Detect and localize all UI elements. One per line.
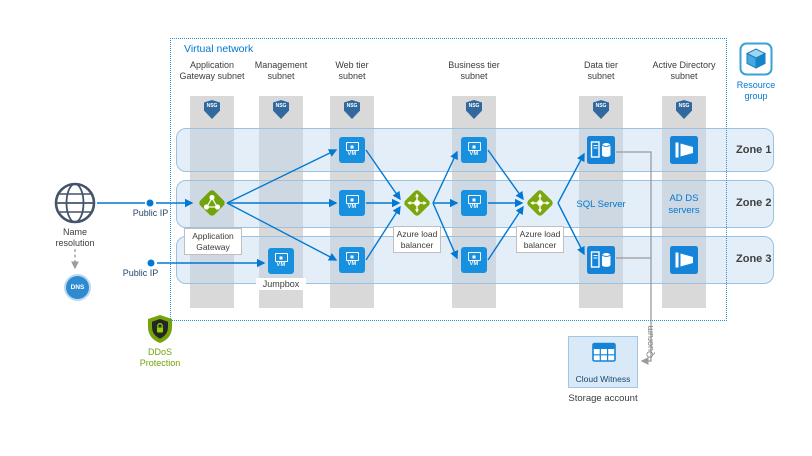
cloud-witness-label: Cloud Witness bbox=[575, 374, 631, 384]
load-balancer-business-icon bbox=[525, 188, 555, 218]
subnet-label-line: Management bbox=[254, 60, 308, 70]
subnet-label-active-directory: Active Directory subnet bbox=[647, 60, 721, 83]
ddos-line: Protection bbox=[139, 358, 181, 369]
subnet-label-line: Gateway subnet bbox=[179, 71, 245, 82]
sql-server-icon bbox=[587, 246, 615, 274]
load-balancer-line: Azure load bbox=[519, 229, 561, 239]
business-vm-icon: VM bbox=[461, 190, 487, 216]
cloud-witness-box: Cloud Witness bbox=[568, 336, 638, 388]
zone-1-label: Zone 1 bbox=[736, 144, 772, 156]
resource-group-line: Resource bbox=[736, 80, 776, 90]
name-resolution-label: Name resolution bbox=[42, 227, 108, 250]
name-resolution-line: Name bbox=[62, 227, 87, 237]
subnet-label-line: subnet bbox=[460, 71, 488, 82]
ad-ds-servers-label: AD DS servers bbox=[656, 193, 712, 217]
jumpbox-vm-icon: VM bbox=[268, 248, 294, 274]
dns-icon: DNS bbox=[64, 274, 91, 301]
nsg-glyph-label: NSG bbox=[346, 103, 358, 109]
subnet-label-line: Application bbox=[189, 60, 235, 70]
web-vm-icon: VM bbox=[339, 137, 365, 163]
subnet-label-application-gateway: Application Gateway subnet bbox=[175, 60, 249, 83]
internet-globe-icon bbox=[54, 182, 96, 224]
subnet-label-business-tier: Business tier subnet bbox=[437, 60, 511, 83]
storage-table-icon bbox=[592, 342, 616, 362]
sql-server-icon bbox=[587, 136, 615, 164]
ddos-protection-icon bbox=[148, 315, 172, 343]
virtual-network-label: Virtual network bbox=[184, 43, 254, 55]
vm-monitor-glyph bbox=[274, 253, 288, 263]
application-gateway-label: Application Gateway bbox=[184, 228, 242, 256]
subnet-label-line: Active Directory bbox=[652, 60, 716, 70]
nsg-icon: NSG bbox=[344, 100, 360, 119]
nsg-glyph-label: NSG bbox=[275, 103, 287, 109]
public-ip-upper-label: Public IP bbox=[132, 208, 169, 218]
subnet-label-line: subnet bbox=[670, 71, 698, 82]
subnet-label-data-tier: Data tier subnet bbox=[564, 60, 638, 83]
subnet-label-line: subnet bbox=[267, 71, 295, 82]
web-vm-icon: VM bbox=[339, 190, 365, 216]
public-ip-dot-upper bbox=[146, 199, 154, 207]
ad-ds-line: AD DS bbox=[669, 193, 699, 204]
subnet-label-line: Web tier bbox=[335, 60, 369, 70]
resource-group-label: Resource group bbox=[726, 80, 786, 103]
sql-server-label: SQL Server bbox=[576, 199, 626, 210]
jumpbox-label: Jumpbox bbox=[256, 278, 306, 290]
nsg-icon: NSG bbox=[593, 100, 609, 119]
nsg-icon: NSG bbox=[204, 100, 220, 119]
business-vm-icon: VM bbox=[461, 247, 487, 273]
load-balancer-line: balancer bbox=[400, 239, 434, 250]
nsg-glyph-label: NSG bbox=[206, 103, 218, 109]
vm-glyph-label: VM bbox=[469, 204, 479, 211]
zone-3-label: Zone 3 bbox=[736, 253, 772, 265]
ddos-line: DDoS bbox=[147, 347, 172, 357]
dns-glyph-label: DNS bbox=[70, 284, 85, 291]
storage-account-label: Storage account bbox=[568, 393, 638, 404]
load-balancer-web-icon bbox=[402, 188, 432, 218]
application-gateway-icon bbox=[199, 190, 225, 216]
public-ip-lower-label: Public IP bbox=[122, 268, 159, 278]
load-balancer-web-label: Azure load balancer bbox=[393, 226, 441, 254]
quorum-label: Quorum bbox=[645, 325, 655, 358]
vm-glyph-label: VM bbox=[347, 261, 357, 268]
load-balancer-line: Azure load bbox=[396, 229, 438, 239]
subnet-label-line: subnet bbox=[587, 71, 615, 82]
vm-monitor-glyph bbox=[467, 142, 481, 152]
resource-group-icon bbox=[739, 42, 773, 76]
subnet-label-line: Data tier bbox=[583, 60, 618, 70]
ad-ds-icon bbox=[670, 136, 698, 164]
subnet-label-line: subnet bbox=[338, 71, 366, 82]
nsg-glyph-label: NSG bbox=[468, 103, 480, 109]
nsg-icon: NSG bbox=[466, 100, 482, 119]
load-balancer-business-label: Azure load balancer bbox=[516, 226, 564, 254]
vm-monitor-glyph bbox=[467, 252, 481, 262]
nsg-glyph-label: NSG bbox=[678, 103, 690, 109]
vm-monitor-glyph bbox=[467, 195, 481, 205]
nsg-icon: NSG bbox=[676, 100, 692, 119]
ad-ds-icon bbox=[670, 246, 698, 274]
public-ip-dot-lower bbox=[147, 259, 155, 267]
resource-group-line: group bbox=[744, 91, 768, 102]
ddos-protection-label: DDoS Protection bbox=[130, 347, 190, 370]
vm-glyph-label: VM bbox=[347, 204, 357, 211]
vm-glyph-label: VM bbox=[469, 261, 479, 268]
vm-monitor-glyph bbox=[345, 252, 359, 262]
load-balancer-line: balancer bbox=[523, 239, 557, 250]
vm-monitor-glyph bbox=[345, 195, 359, 205]
subnet-label-management: Management subnet bbox=[244, 60, 318, 83]
name-resolution-line: resolution bbox=[55, 238, 95, 249]
nsg-icon: NSG bbox=[273, 100, 289, 119]
vm-glyph-label: VM bbox=[469, 151, 479, 158]
vm-monitor-glyph bbox=[345, 142, 359, 152]
application-gateway-line: Gateway bbox=[196, 241, 230, 252]
application-gateway-line: Application bbox=[192, 231, 234, 241]
ad-ds-line: servers bbox=[668, 204, 700, 216]
nsg-glyph-label: NSG bbox=[595, 103, 607, 109]
web-vm-icon: VM bbox=[339, 247, 365, 273]
zone-2-label: Zone 2 bbox=[736, 197, 772, 209]
vm-glyph-label: VM bbox=[276, 262, 286, 269]
subnet-label-line: Business tier bbox=[448, 60, 500, 70]
subnet-label-web-tier: Web tier subnet bbox=[315, 60, 389, 83]
business-vm-icon: VM bbox=[461, 137, 487, 163]
vm-glyph-label: VM bbox=[347, 151, 357, 158]
